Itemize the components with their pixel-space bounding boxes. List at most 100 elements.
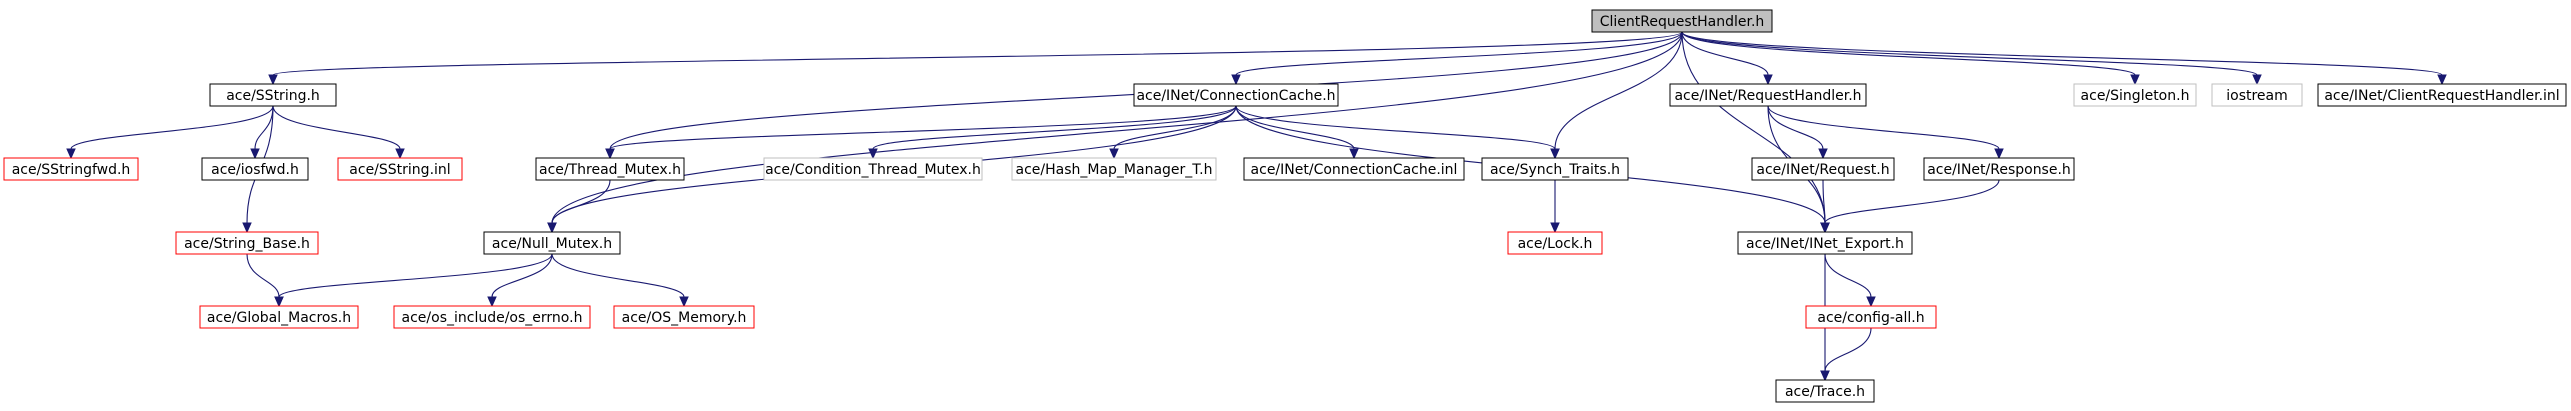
node-ace-config-all-h[interactable]: ace/config-all.h bbox=[1805, 305, 1937, 329]
edge-line bbox=[1235, 105, 1355, 150]
node-label: ace/INet/Request.h bbox=[1756, 162, 1889, 178]
node-label: ace/INet/ClientRequestHandler.inl bbox=[2324, 88, 2559, 104]
node-label: ace/String_Base.h bbox=[184, 236, 310, 252]
node-label: ace/INet/ConnectionCache.inl bbox=[1251, 162, 1458, 178]
edge-line bbox=[1681, 31, 2258, 76]
nodes-layer: ClientRequestHandler.h ace/SString.h ace/I… bbox=[3, 9, 2567, 403]
edge-nullmutex-to-osmemory bbox=[551, 253, 689, 308]
node-clientrequesthandler-h: ClientRequestHandler.h bbox=[1591, 9, 1773, 33]
edge-root-to-singleton bbox=[1681, 31, 2140, 86]
node-box bbox=[199, 305, 359, 329]
node-label: ClientRequestHandler.h bbox=[1600, 14, 1765, 30]
edge-arrowhead bbox=[1820, 370, 1830, 382]
node-ace-null-mutex-h[interactable]: ace/Null_Mutex.h bbox=[483, 231, 621, 255]
edge-inetexport-to-configall bbox=[1824, 253, 1876, 308]
node-ace-iosfwd-h[interactable]: ace/iosfwd.h bbox=[201, 157, 309, 181]
node-ace-inet-request-h[interactable]: ace/INet/Request.h bbox=[1751, 157, 1895, 181]
edge-line bbox=[551, 31, 1683, 224]
edge-line bbox=[1767, 105, 2000, 150]
edge-line bbox=[70, 105, 274, 150]
node-ace-global-macros-h[interactable]: ace/Global_Macros.h bbox=[199, 305, 359, 329]
edge-reqhandler-to-request bbox=[1767, 105, 1828, 160]
node-box bbox=[1805, 305, 1937, 329]
edge-response-to-inetexport bbox=[1820, 179, 2000, 234]
node-label: ace/config-all.h bbox=[1817, 310, 1924, 326]
edge-conncache-to-threadmutex bbox=[605, 105, 1237, 160]
node-ace-singleton-h[interactable]: ace/Singleton.h bbox=[2073, 83, 2197, 107]
node-box bbox=[3, 157, 139, 181]
edge-root-to-iostream bbox=[1681, 31, 2262, 86]
node-ace-inet-connectioncache-h[interactable]: ace/INet/ConnectionCache.h bbox=[1133, 83, 1339, 107]
edge-arrowhead bbox=[1349, 148, 1359, 160]
edge-line bbox=[1767, 105, 1824, 150]
edge-line bbox=[491, 253, 553, 298]
node-label: ace/INet/Response.h bbox=[1927, 162, 2071, 178]
node-ace-trace-h[interactable]: ace/Trace.h bbox=[1775, 379, 1875, 403]
edge-line bbox=[1824, 327, 1872, 372]
node-box bbox=[337, 157, 463, 181]
node-ace-lock-h[interactable]: ace/Lock.h bbox=[1507, 231, 1603, 255]
node-ace-hash-map-manager-t-h[interactable]: ace/Hash_Map_Manager_T.h bbox=[1011, 157, 1217, 181]
node-label: ace/SStringfwd.h bbox=[12, 162, 131, 178]
node-label: ace/OS_Memory.h bbox=[622, 310, 747, 326]
node-ace-inet-requesthandler-h[interactable]: ace/INet/RequestHandler.h bbox=[1669, 83, 1867, 107]
node-box bbox=[1133, 83, 1339, 107]
node-label: ace/SString.h bbox=[226, 88, 320, 104]
node-ace-sstringfwd-h[interactable]: ace/SStringfwd.h bbox=[3, 157, 139, 181]
edge-arrowhead bbox=[1550, 222, 1560, 234]
node-ace-sstring-inl[interactable]: ace/SString.inl bbox=[337, 157, 463, 181]
edge-arrowhead bbox=[242, 222, 252, 234]
edge-line bbox=[1235, 105, 1556, 150]
node-ace-condition-thread-mutex-h[interactable]: ace/Condition_Thread_Mutex.h bbox=[763, 157, 983, 181]
edge-line bbox=[1681, 31, 2136, 76]
node-box bbox=[1481, 157, 1629, 181]
node-box bbox=[1011, 157, 1217, 181]
edge-sstring-to-sstringinl bbox=[272, 105, 405, 160]
edge-arrowhead bbox=[268, 74, 278, 86]
node-ace-sstring-h[interactable]: ace/SString.h bbox=[209, 83, 337, 107]
node-ace-inet-clientrequesthandler-inl[interactable]: ace/INet/ClientRequestHandler.inl bbox=[2317, 83, 2567, 107]
node-box bbox=[613, 305, 755, 329]
edge-arrowhead bbox=[2252, 74, 2262, 86]
node-box bbox=[535, 157, 685, 181]
node-box bbox=[1669, 83, 1867, 107]
node-box bbox=[2317, 83, 2567, 107]
edge-nullmutex-to-globalmacros bbox=[274, 253, 553, 308]
edge-line bbox=[1681, 31, 1826, 224]
node-ace-synch-traits-h[interactable]: ace/Synch_Traits.h bbox=[1481, 157, 1629, 181]
node-ace-string-base-h[interactable]: ace/String_Base.h bbox=[175, 231, 319, 255]
node-ace-inet-response-h[interactable]: ace/INet/Response.h bbox=[1923, 157, 2075, 181]
edge-arrowhead bbox=[1866, 296, 1876, 308]
node-box bbox=[393, 305, 591, 329]
node-ace-inet-inet-export-h[interactable]: ace/INet/INet_Export.h bbox=[1737, 231, 1913, 255]
edge-line bbox=[1681, 31, 2443, 76]
node-box bbox=[2073, 83, 2197, 107]
node-label: ace/Condition_Thread_Mutex.h bbox=[765, 162, 981, 178]
node-label: iostream bbox=[2226, 88, 2288, 104]
edge-arrowhead bbox=[605, 148, 615, 160]
edge-arrowhead bbox=[274, 296, 284, 308]
node-box bbox=[1923, 157, 2075, 181]
edge-arrowhead bbox=[1109, 148, 1119, 160]
edge-arrowhead bbox=[1820, 222, 1830, 234]
edge-line bbox=[1824, 179, 2000, 224]
node-ace-inet-connectioncache-inl[interactable]: ace/INet/ConnectionCache.inl bbox=[1243, 157, 1465, 181]
edge-line bbox=[1554, 31, 1683, 150]
node-box bbox=[1751, 157, 1895, 181]
node-ace-os-memory-h[interactable]: ace/OS_Memory.h bbox=[613, 305, 755, 329]
node-box bbox=[1775, 379, 1875, 403]
edge-arrowhead bbox=[1231, 74, 1241, 86]
edge-arrowhead bbox=[66, 148, 76, 160]
edge-root-to-sstring bbox=[268, 31, 1683, 86]
edge-line bbox=[551, 179, 611, 224]
edge-line bbox=[609, 105, 1237, 150]
node-box bbox=[2211, 83, 2303, 107]
node-ace-thread-mutex-h[interactable]: ace/Thread_Mutex.h bbox=[535, 157, 685, 181]
node-ace-os-include-os-errno-h[interactable]: ace/os_include/os_errno.h bbox=[393, 305, 591, 329]
edge-arrowhead bbox=[2130, 74, 2140, 86]
edge-root-to-crhinl bbox=[1681, 31, 2447, 86]
node-label: ace/os_include/os_errno.h bbox=[402, 310, 583, 326]
node-iostream[interactable]: iostream bbox=[2211, 83, 2303, 107]
node-box bbox=[1243, 157, 1465, 181]
edge-conncache-to-synchtraits bbox=[1235, 105, 1560, 160]
